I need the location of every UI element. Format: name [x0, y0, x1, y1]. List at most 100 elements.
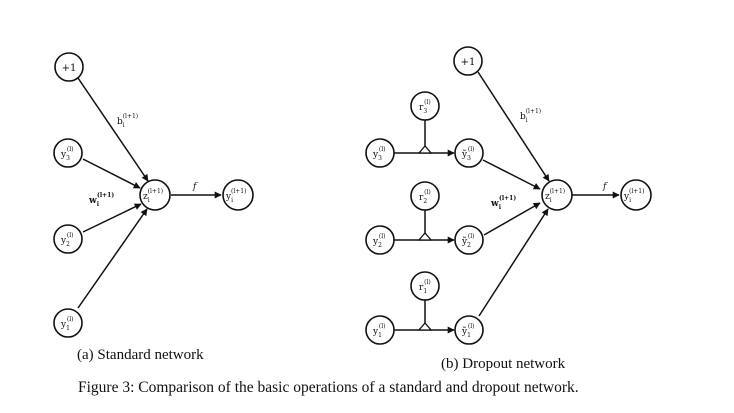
edge-b-yt1-to-z — [478, 208, 549, 317]
node-b-r2-sup: (l) — [424, 189, 431, 196]
node-a-out: yi(l+1) — [222, 179, 254, 211]
label-b-bias-weight-name: b — [520, 112, 526, 122]
node-b-r2-name: r — [419, 193, 424, 203]
label-b-activation: f — [602, 182, 608, 192]
node-b-r3: r3(l) — [410, 91, 440, 121]
node-a-y2-name: y — [60, 236, 67, 246]
gate-b-2 — [417, 232, 433, 241]
node-b-out-sub: i — [629, 197, 631, 204]
node-b-r3-name: r — [419, 103, 424, 113]
node-b-yt2-sub: 2 — [467, 242, 471, 249]
gate-b-3 — [417, 145, 433, 154]
svg-text:y1(l): y1(l) — [372, 323, 386, 339]
edge-b-yt3-to-z — [482, 159, 541, 190]
node-b-y2-name: y — [372, 237, 379, 247]
node-a-y2-sup: (l) — [67, 232, 74, 239]
node-b-y3-sup: (l) — [379, 146, 386, 153]
node-a-bias: +1 — [54, 52, 84, 82]
node-b-yt1-sup: (l) — [468, 323, 475, 330]
svg-text:r3(l): r3(l) — [419, 99, 431, 115]
node-b-r1-sub: 1 — [423, 288, 427, 295]
panel-b-dropout-network: +1 r3(l) r2(l) r1(l) y3(l) y2(l) y1(l) — [365, 46, 652, 345]
label-a-weights-sub: i — [97, 201, 100, 208]
edge-a-y2-to-z — [82, 203, 142, 233]
node-b-y3-name: y — [372, 150, 379, 160]
node-b-yt2-name: ỹ — [461, 236, 468, 247]
label-a-bias-weight: bi(l+1) — [117, 113, 138, 129]
edge-a-y1-to-z — [77, 208, 148, 309]
svg-text:y2(l): y2 (l) — [60, 232, 74, 248]
node-b-yt1-sub: 1 — [467, 332, 471, 339]
svg-text:r1(l): r1 (l) — [419, 279, 431, 295]
label-a-bias-weight-sup: (l+1) — [123, 113, 138, 120]
label-a-weights: wi (l+1) — [88, 192, 114, 208]
node-a-y2-sub: 2 — [66, 241, 70, 248]
figure-caption: Figure 3: Comparison of the basic operat… — [78, 379, 579, 396]
node-b-r3-sup: (l) — [424, 99, 431, 106]
node-b-yt1: ỹ1 (l) — [454, 315, 484, 345]
node-a-y1-sub: 1 — [66, 325, 70, 332]
node-b-y1: y1(l) — [365, 315, 395, 345]
node-b-y1-sub: 1 — [378, 332, 382, 339]
node-b-z-name: z — [545, 192, 550, 202]
node-a-y2: y2 (l) — [53, 224, 83, 254]
svg-text:yi(l+1): yi(l+1) — [225, 188, 246, 204]
node-b-yt3-sup: (l) — [468, 146, 475, 153]
svg-text:ỹ2(l): ỹ2 (l) — [461, 233, 475, 249]
node-b-out: yi (l+1) — [620, 179, 652, 211]
node-a-y3-name: y — [60, 150, 67, 160]
label-b-weights-sub: i — [499, 204, 502, 211]
node-b-y2-sup: (l) — [379, 233, 386, 240]
node-b-bias-label: +1 — [461, 57, 476, 68]
label-b-bias-weight-sup: (l+1) — [526, 108, 541, 115]
node-a-bias-label: +1 — [62, 63, 77, 74]
node-b-y2: y2 (l) — [365, 225, 395, 255]
node-a-z-sub: i — [148, 197, 150, 204]
svg-text:zi(l+1): zi(l+1) — [545, 188, 565, 204]
node-b-y3: y3(l) — [365, 138, 395, 168]
svg-text:y3(l): y3(l) — [372, 146, 386, 162]
edge-b-yt2-to-z — [483, 202, 541, 236]
svg-text:yi(l+1): yi (l+1) — [623, 188, 644, 204]
svg-text:r2(l): r2 (l) — [419, 189, 431, 205]
node-b-yt2-sup: (l) — [468, 233, 475, 240]
panel-a-standard-network: +1 y3(l) y2(l) y1(l) zi(l+1) yi(l+1) bi(… — [53, 52, 254, 338]
node-a-y1-name: y — [60, 320, 67, 330]
node-a-y3: y3(l) — [53, 138, 83, 168]
node-b-r2-sub: 2 — [423, 198, 427, 205]
svg-text:ỹ1(l): ỹ1 (l) — [461, 323, 475, 339]
label-a-activation: f — [192, 182, 198, 192]
node-b-out-sup: (l+1) — [629, 188, 644, 195]
label-b-bias-weight-sub: i — [526, 117, 528, 124]
node-b-bias: +1 — [453, 46, 483, 76]
panel-b-caption: (b) Dropout network — [441, 356, 566, 372]
edge-a-bias-to-z — [77, 77, 149, 182]
node-b-r1-sup: (l) — [424, 279, 431, 286]
svg-text:y1(l): y1(l) — [60, 316, 74, 332]
node-b-r2: r2 (l) — [410, 181, 440, 211]
node-b-r1-name: r — [419, 283, 424, 293]
node-b-yt3-sub: 3 — [467, 155, 471, 162]
svg-text:y3(l): y3(l) — [60, 146, 74, 162]
node-b-yt2: ỹ2 (l) — [454, 225, 484, 255]
node-b-z-sup: (l+1) — [550, 188, 565, 195]
node-b-out-name: y — [623, 192, 630, 202]
node-b-r1: r1 (l) — [410, 271, 440, 301]
node-b-z: zi(l+1) — [541, 179, 573, 211]
node-b-y2-sub: 2 — [378, 242, 382, 249]
node-a-out-sup: (l+1) — [231, 188, 246, 195]
node-a-z: zi(l+1) — [139, 179, 171, 211]
gate-b-1 — [417, 322, 433, 331]
node-a-out-sub: i — [231, 197, 233, 204]
label-a-weights-sup: (l+1) — [97, 192, 114, 199]
node-b-y1-name: y — [372, 327, 379, 337]
label-b-bias-weight: bi (l+1) — [520, 108, 541, 124]
edge-b-bias-to-z — [477, 71, 550, 182]
label-b-weights-name: w — [490, 199, 499, 209]
node-a-y3-sub: 3 — [66, 155, 70, 162]
node-b-yt1-name: ỹ — [461, 326, 468, 337]
node-a-z-name: z — [143, 192, 148, 202]
svg-text:y2(l): y2 (l) — [372, 233, 386, 249]
label-a-weights-name: w — [88, 196, 97, 206]
